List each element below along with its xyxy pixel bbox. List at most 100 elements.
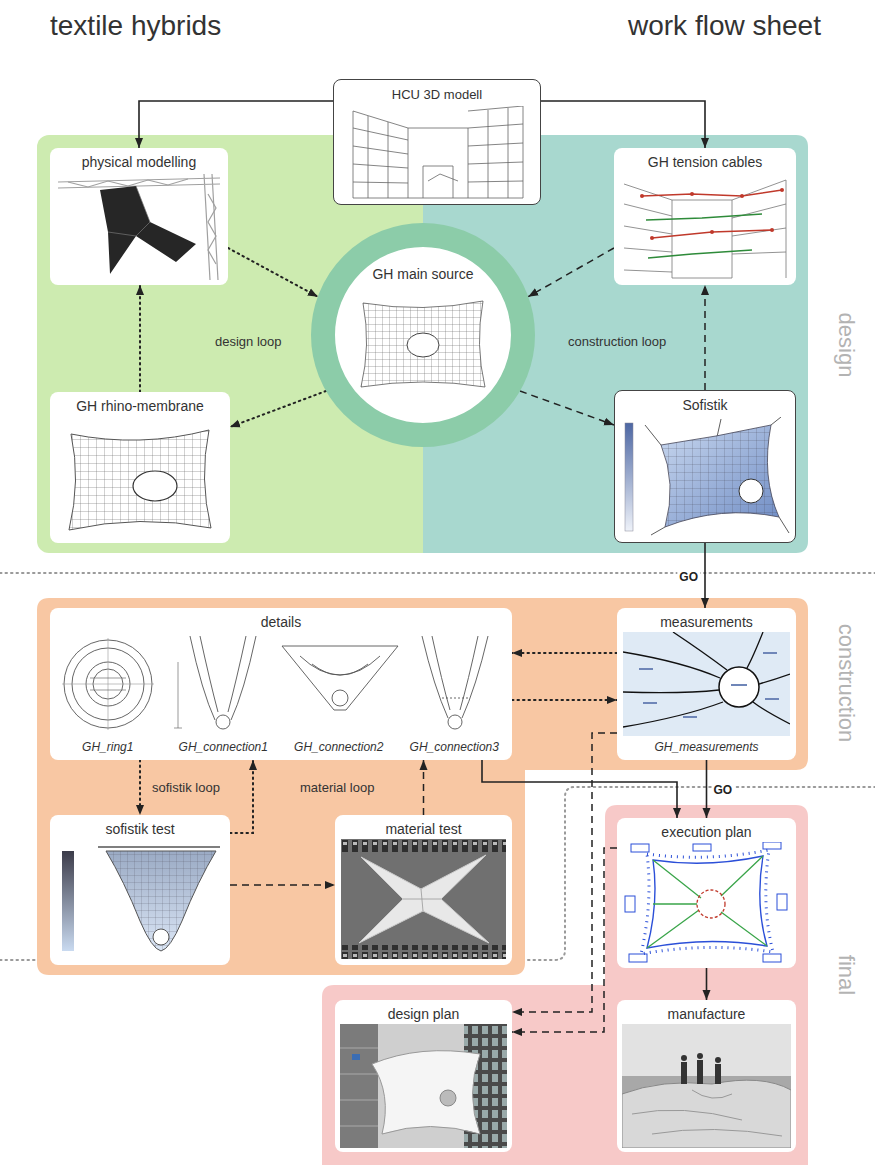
node-subtitle: GH_connection1: [179, 740, 268, 754]
fem-result: [621, 417, 791, 537]
node-head: measurements: [617, 608, 796, 631]
mesh: [661, 425, 779, 527]
render-ground: [340, 1024, 507, 1148]
node-title: GH rhino-membrane: [76, 397, 204, 415]
node-subtitle: GH_connection3: [410, 740, 499, 754]
source-circle: GH main source: [311, 223, 535, 447]
ring-opening: [719, 667, 759, 707]
node-head: material test: [335, 815, 512, 838]
label-wrap: construction: [833, 624, 859, 743]
edge-marks: [641, 850, 773, 954]
label-wrap: sofistik loop: [152, 778, 220, 796]
flow-arrow: [512, 699, 617, 701]
phase-label: construction: [834, 624, 859, 743]
membrane: [661, 425, 779, 527]
folds: [632, 1090, 782, 1136]
process-box: HCU 3D modell: [333, 79, 541, 205]
node-title: manufacture: [668, 1005, 746, 1023]
support: [98, 846, 220, 848]
phase-label: design: [834, 313, 859, 378]
loop-label: design loop: [215, 334, 282, 349]
node-title: material test: [385, 820, 461, 838]
clamps: [341, 945, 506, 959]
flow-arrow: [520, 391, 614, 425]
anchor-points: [640, 188, 784, 240]
connection-detail: [174, 636, 256, 729]
node-subtitle: GH_connection2: [294, 740, 383, 754]
label-wrap: construction loop: [568, 332, 666, 350]
workers: [681, 1053, 721, 1084]
flow-arrow: [512, 652, 617, 654]
membrane-outline: [647, 856, 767, 948]
node-subrow: GH_measurements: [617, 737, 796, 755]
process-box: Sofistik: [614, 390, 796, 543]
node-head: GH rhino-membrane: [50, 392, 230, 415]
measured-lines: [623, 632, 790, 727]
sub-cell: GH_ring1: [50, 737, 166, 755]
floor-lines: [340, 1048, 378, 1126]
connection-plate: [106, 851, 216, 951]
label-wrap: design: [833, 313, 859, 378]
tabs: [625, 842, 787, 962]
label-wrap: design loop: [215, 332, 282, 350]
flow-arrow: [704, 285, 706, 390]
loop-label: construction loop: [568, 334, 666, 349]
clamps: [341, 839, 506, 853]
membrane: [372, 1051, 480, 1134]
phase-label: final: [834, 955, 859, 995]
node-head: GH main source: [335, 247, 511, 283]
node-head: manufacture: [617, 1000, 796, 1023]
node-head: Sofistik: [615, 391, 795, 414]
process-box: measurementsGH_measurements: [617, 608, 796, 760]
ring-opening: [440, 1090, 456, 1106]
flow-arrow: [541, 101, 705, 148]
process-box: sofistik test: [50, 815, 230, 965]
figure: [352, 1054, 360, 1060]
photo-ground: [341, 839, 506, 959]
building-lines: [624, 180, 786, 278]
plot-ground: [623, 632, 790, 736]
node-title: physical modelling: [82, 153, 196, 171]
design-render: [340, 1024, 507, 1148]
node-head: GH tension cables: [614, 148, 796, 171]
mesh-hole: [739, 479, 763, 503]
process-box: design plan: [335, 1000, 512, 1152]
loop-label: material loop: [300, 780, 374, 795]
node-head: sofistik test: [50, 815, 230, 838]
node-subtitle: GH_ring1: [82, 740, 133, 754]
membrane-fold: [108, 186, 150, 236]
node-subtitle: GH_measurements: [654, 740, 758, 754]
process-box: manufacture: [617, 1000, 796, 1152]
process-box: GH tension cables: [614, 148, 796, 285]
process-box: physical modelling: [50, 148, 228, 285]
flow-arrow: [230, 760, 253, 833]
flow-arrow: [706, 760, 708, 818]
cables: [645, 417, 789, 535]
flow-arrow: [230, 884, 335, 886]
flow-arrow: [482, 760, 677, 818]
node-subrow: GH_ring1 GH_connection1 GH_connection2 GH_c…: [50, 737, 512, 755]
sub-cell: GH_measurements: [617, 737, 796, 755]
node-title: details: [261, 613, 301, 631]
cable-sketch: [622, 174, 788, 280]
fabric: [622, 1080, 791, 1148]
node-title: execution plan: [661, 823, 751, 841]
cables: [642, 190, 782, 258]
node-title: sofistik test: [105, 820, 174, 838]
measurement-plot: [623, 632, 790, 736]
mesh-hole: [133, 471, 177, 501]
color-scale: [625, 423, 633, 531]
sub-cell: GH_connection2: [281, 737, 397, 755]
node-title: design plan: [388, 1005, 460, 1023]
seams: [403, 889, 441, 911]
manufacture-photo: [622, 1024, 791, 1148]
phase-divider: [0, 572, 875, 574]
membrane-model-photo: [58, 174, 220, 280]
go-label: GO: [677, 570, 700, 584]
sub-cell: GH_connection3: [397, 737, 513, 755]
node-title: GH main source: [372, 265, 473, 283]
sheet-title: textile hybrids: [50, 10, 221, 41]
detail-drawings: [50, 632, 512, 734]
cable-lines: [647, 856, 767, 948]
